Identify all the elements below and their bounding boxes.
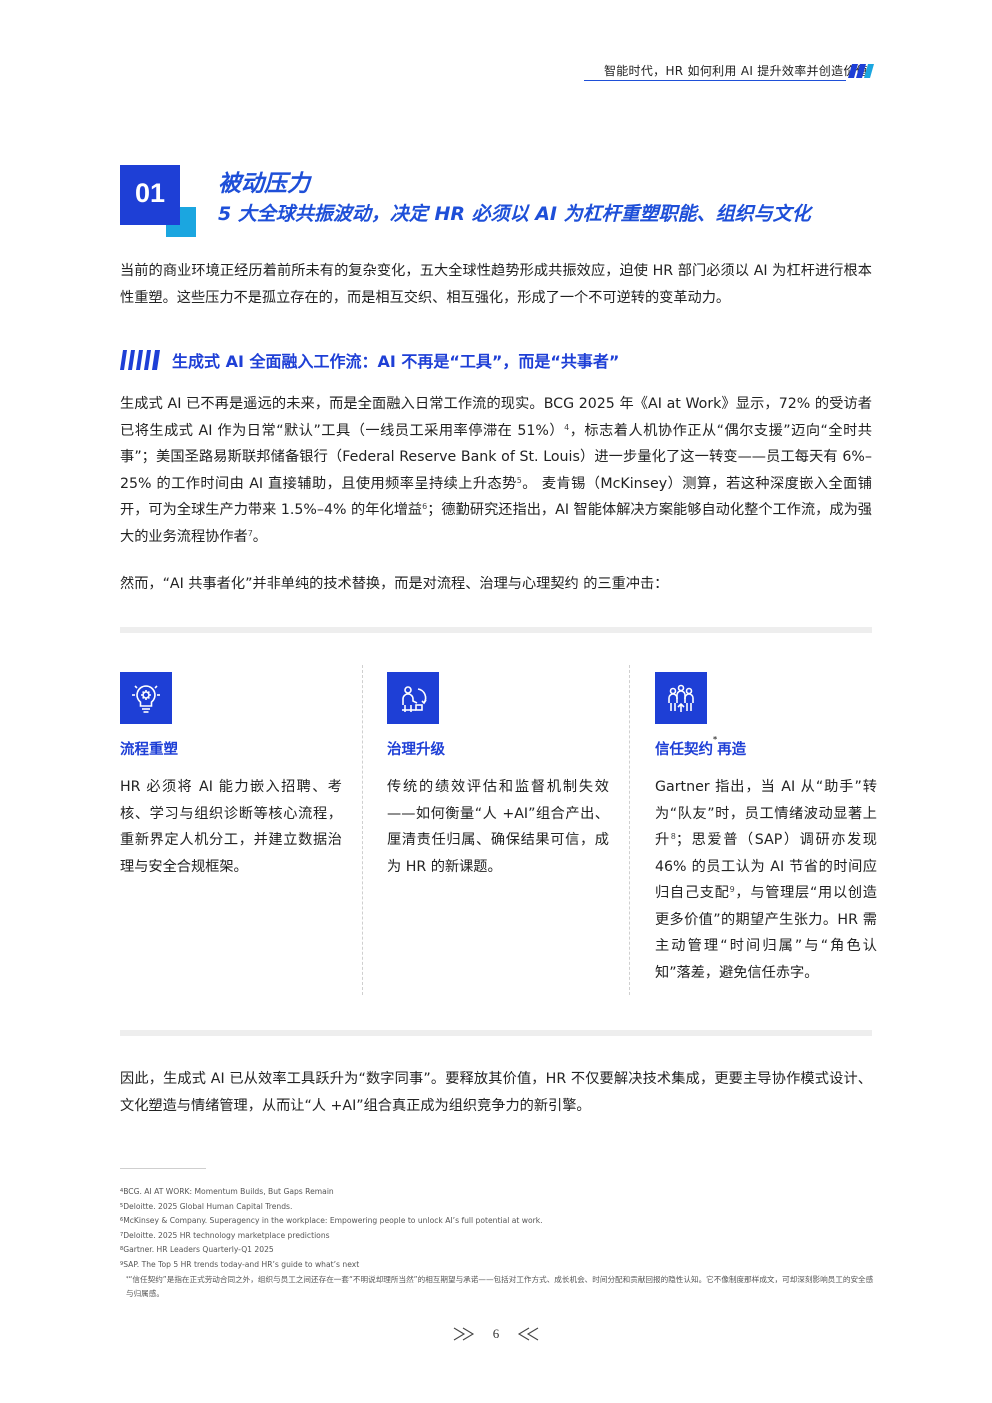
footnote-ref: 9: [729, 885, 735, 894]
card-text-2: ；思爱普（SAP）调研亦发现 46% 的员工认为 AI 节省的时间应归自己支配: [655, 832, 877, 901]
footnote: 4BCG. AI AT WORK: Momentum Builds, But G…: [120, 1185, 880, 1200]
footnote: 9SAP. The Top 5 HR trends today-and HR’s…: [120, 1258, 880, 1273]
section-subtitle: 5 大全球共振波动，决定 HR 必须以 AI 为杠杆重塑职能、组织与文化: [218, 203, 811, 225]
card-governance: 治理升级 传统的绩效评估和监督机制失效——如何衡量“人 +AI”组合产出、厘清责…: [387, 672, 609, 880]
footnote: 6McKinsey & Company. Superagency in the …: [120, 1214, 880, 1229]
section-number-box: 01: [120, 165, 180, 225]
footnotes: 4BCG. AI AT WORK: Momentum Builds, But G…: [120, 1185, 880, 1302]
card-text-3: ，与管理层“用以创造更多价值”的期望产生张力。HR 需主动管理“时间归属”与“角…: [655, 885, 877, 981]
lead-in-paragraph: 然而，“AI 共事者化”并非单纯的技术替换，而是对流程、治理与心理契约 的三重冲…: [120, 576, 669, 592]
footnote: *“信任契约”是指在正式劳动合同之外，组织与员工之间还存在一套“不明说却理所当然…: [120, 1273, 880, 1302]
footnote-ref: 8: [670, 832, 676, 841]
footnote-text: McKinsey & Company. Superagency in the w…: [123, 1216, 543, 1226]
divider-band-top: [120, 627, 872, 633]
footnote-text: BCG. AI AT WORK: Momentum Builds, But Ga…: [123, 1187, 334, 1196]
team-trust-icon: [655, 672, 707, 724]
subheading: 生成式 AI 全面融入工作流：AI 不再是“工具”，而是“共事者”: [120, 349, 619, 371]
footnote-number: 4: [120, 1188, 124, 1194]
person-cycle-icon: [387, 672, 439, 724]
conclusion-paragraph: 因此，生成式 AI 已从效率工具跃升为“数字同事”。要释放其价值，HR 不仅要解…: [120, 1071, 872, 1114]
footnote-rule: [120, 1168, 206, 1169]
divider-band-bottom: [120, 1030, 872, 1036]
card-text-1: Gartner 指出，当 AI 从“助手”转为“队友”时，员工情绪波动显著上升: [655, 779, 877, 848]
body-text-3: 。 麦肯锡（McKinsey）测算，若这种深度嵌入全面铺开，可为全球生产力带来 …: [120, 475, 872, 519]
card-text: Gartner 指出，当 AI 从“助手”转为“队友”时，员工情绪波动显著上升8…: [655, 774, 877, 986]
footnote: 8Gartner. HR Leaders Quarterly-Q1 2025: [120, 1243, 880, 1258]
card-title: 信任契约*再造: [655, 735, 877, 759]
slash-bars-icon: [120, 350, 160, 370]
footnote: 5Deloitte. 2025 Global Human Capital Tre…: [120, 1200, 880, 1215]
footnote-number: *: [126, 1275, 129, 1282]
body-text-1: 生成式 AI 已不再是遥远的未来，而是全面融入日常工作流的现实。BCG 2025…: [120, 396, 872, 439]
footnote-text: Deloitte. 2025 HR technology marketplace…: [123, 1230, 330, 1240]
section-title: 被动压力: [218, 171, 310, 197]
double-chevron-left-icon: [517, 1327, 539, 1341]
footnote-ref: 5: [516, 475, 522, 485]
header-stripes-icon: [848, 64, 874, 78]
footnote-ref: 7: [247, 528, 253, 538]
footnote-text: Deloitte. 2025 Global Human Capital Tren…: [123, 1201, 293, 1211]
card-trust: 信任契约*再造 Gartner 指出，当 AI 从“助手”转为“队友”时，员工情…: [655, 672, 877, 986]
footnote-ref: 4: [564, 422, 570, 432]
bulb-gear-icon: [120, 672, 172, 724]
running-header: 智能时代，HR 如何利用 AI 提升效率并创造价值: [603, 64, 868, 78]
footnote-text: SAP. The Top 5 HR trends today-and HR’s …: [123, 1259, 360, 1269]
body-text-4: ；德勤研究还指出，AI 智能体解决方案能够自动化整个工作流，成为强大的业务流程协…: [120, 502, 872, 545]
footnote-ref: 6: [422, 502, 428, 511]
pagination: 6: [452, 1323, 540, 1345]
body-paragraph: 生成式 AI 已不再是遥远的未来，而是全面融入日常工作流的现实。BCG 2025…: [120, 391, 872, 550]
page-number: 6: [492, 1326, 500, 1341]
header-rule: [584, 80, 846, 81]
footnote-number: 9: [120, 1260, 124, 1267]
footnote-ref: *: [713, 735, 718, 744]
card-process: 流程重塑 HR 必须将 AI 能力嵌入招聘、考核、学习与组织诊断等核心流程，重新…: [120, 672, 342, 880]
footnote-number: 8: [120, 1246, 124, 1253]
body-text-2: ，标志着人机协作正从“偶尔支援”迈向“全时共事”；美国圣路易斯联邦储备银行（Fe…: [120, 422, 872, 492]
double-chevron-right-icon: [453, 1327, 475, 1341]
card-title: 流程重塑: [120, 742, 178, 758]
card-title: 治理升级: [387, 742, 445, 758]
card-text: HR 必须将 AI 能力嵌入招聘、考核、学习与组织诊断等核心流程，重新界定人机分…: [120, 779, 342, 875]
footnote-number: 7: [120, 1231, 124, 1238]
footnote-text: Gartner. HR Leaders Quarterly-Q1 2025: [123, 1245, 274, 1255]
section-number: 01: [134, 178, 166, 208]
footnote-text: “信任契约”是指在正式劳动合同之外，组织与员工之间还存在一套“不明说却理所当然”…: [126, 1274, 874, 1299]
footnote-number: 6: [120, 1217, 124, 1224]
card-text: 传统的绩效评估和监督机制失效——如何衡量“人 +AI”组合产出、厘清责任归属、确…: [387, 779, 609, 875]
card-title-tail: 再造: [717, 742, 747, 758]
card-title-main: 信任契约: [655, 742, 713, 758]
column-divider: [629, 665, 630, 995]
subheading-text: 生成式 AI 全面融入工作流：AI 不再是“工具”，而是“共事者”: [172, 352, 620, 371]
intro-paragraph: 当前的商业环境正经历着前所未有的复杂变化，五大全球性趋势形成共振效应，迫使 HR…: [120, 263, 872, 306]
footnote: 7Deloitte. 2025 HR technology marketplac…: [120, 1229, 880, 1244]
column-divider: [362, 665, 363, 995]
body-text-5: 。: [252, 528, 267, 545]
footnote-number: 5: [120, 1202, 124, 1209]
